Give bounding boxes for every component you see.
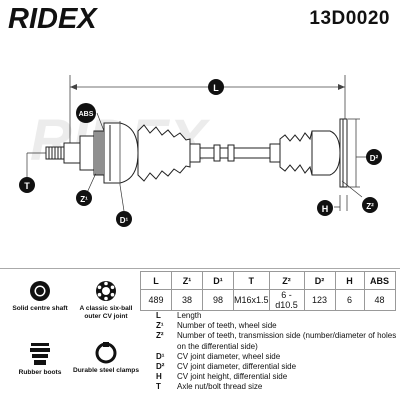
svg-text:H: H [322, 204, 329, 214]
value-cell: 489 [140, 289, 172, 311]
svg-text:T: T [24, 181, 30, 191]
part-number: 13D0020 [309, 8, 390, 29]
legend-row: Z² Number of teeth, transmission side (nu… [156, 331, 400, 351]
header-cell: D² [303, 271, 336, 290]
logo-text: RIDEX [8, 3, 98, 33]
feature-six-ball-joint: A classic six-ball outer CV joint [72, 280, 140, 321]
header-cell: Z¹ [171, 271, 203, 290]
legend: L Length Z¹ Number of teeth, wheel side Z²… [156, 311, 400, 393]
header-cell: T [233, 271, 270, 290]
legend-text: CV joint height, differential side [177, 372, 288, 382]
inner-cv-joint [311, 118, 348, 188]
legend-text: Axle nut/bolt thread size [177, 382, 263, 392]
legend-symbol: D² [156, 362, 165, 372]
outer-cv-joint [93, 122, 139, 184]
legend-text: Number of teeth, wheel side [177, 321, 277, 331]
header-cell: L [140, 271, 172, 290]
value-cell: 38 [171, 289, 203, 311]
inner-boot [269, 130, 313, 176]
center-shaft [199, 144, 271, 162]
legend-row: Z¹ Number of teeth, wheel side [156, 321, 400, 331]
feature-solid-shaft: Solid centre shaft [6, 280, 74, 313]
legend-text: Length [177, 311, 202, 320]
steel-clamp-icon [95, 342, 117, 364]
value-cell: 6 - d10.5 [268, 289, 305, 311]
drive-shaft-drawing: RIDEX [19, 75, 382, 227]
callout-d1: D¹ [116, 211, 132, 227]
legend-text: CV joint diameter, differential side [177, 362, 297, 372]
outer-boot [137, 124, 201, 182]
legend-symbol: Z¹ [156, 321, 164, 331]
legend-symbol: T [156, 382, 161, 392]
spec-table-header: L Z¹ D¹ T Z² D² H ABS [140, 271, 396, 290]
legend-text: Number of teeth, transmission side (numb… [177, 331, 397, 351]
solid-shaft-icon [30, 281, 50, 301]
rubber-boot-icon [30, 343, 50, 365]
callout-z2: Z² [362, 197, 378, 213]
svg-text:ABS: ABS [79, 111, 94, 118]
header-cell: H [334, 271, 365, 290]
thread-stub [45, 135, 95, 171]
svg-text:L: L [213, 83, 219, 93]
ridex-logo: RIDEX [8, 3, 98, 33]
legend-row: D² CV joint diameter, differential side [156, 362, 400, 372]
legend-symbol: L [156, 311, 161, 320]
d2-dimension [348, 118, 368, 188]
spec-table-row: 489 38 98 M16x1.5 6 - d10.5 123 6 48 [140, 289, 396, 311]
value-cell: 123 [303, 289, 336, 311]
feature-rubber-boots: Rubber boots [6, 342, 74, 377]
h-dimension [334, 195, 348, 211]
feature-label: Rubber boots [18, 369, 62, 376]
legend-row: L Length [156, 311, 400, 321]
svg-text:Z¹: Z¹ [80, 195, 88, 204]
callout-t: T [19, 177, 35, 193]
callout-z1: Z¹ [76, 190, 92, 206]
legend-symbol: Z² [156, 331, 164, 341]
legend-symbol: D¹ [156, 351, 165, 361]
header-cell: Z² [268, 271, 305, 290]
legend-row: T Axle nut/bolt thread size [156, 382, 400, 392]
feature-label: Durable steel clamps [73, 367, 139, 374]
feature-label: Solid centre shaft [12, 305, 68, 312]
callout-l: L [208, 79, 224, 95]
svg-text:D¹: D¹ [120, 216, 129, 225]
legend-row: H CV joint height, differential side [156, 372, 400, 382]
length-dimension [69, 75, 346, 153]
value-cell: 6 [334, 289, 365, 311]
svg-text:Z²: Z² [366, 202, 374, 211]
section-divider [0, 268, 400, 269]
header-cell: ABS [363, 271, 396, 290]
legend-text: CV joint diameter, wheel side [177, 351, 281, 361]
feature-label: A classic six-ball outer CV joint [79, 305, 133, 320]
callout-h: H [317, 200, 333, 216]
six-ball-joint-icon [96, 281, 116, 301]
svg-text:D²: D² [370, 154, 379, 163]
feature-steel-clamps: Durable steel clamps [72, 342, 140, 375]
value-cell: 98 [202, 289, 234, 311]
header-cell: D¹ [202, 271, 234, 290]
value-cell: 48 [363, 289, 396, 311]
callout-abs: ABS [76, 103, 96, 123]
callout-d2: D² [366, 149, 382, 165]
value-cell: M16x1.5 [233, 289, 270, 311]
spec-table: L Z¹ D¹ T Z² D² H ABS 489 38 98 M16x1.5 … [140, 271, 396, 311]
legend-row: D¹ CV joint diameter, wheel side [156, 352, 400, 362]
legend-symbol: H [156, 372, 162, 382]
